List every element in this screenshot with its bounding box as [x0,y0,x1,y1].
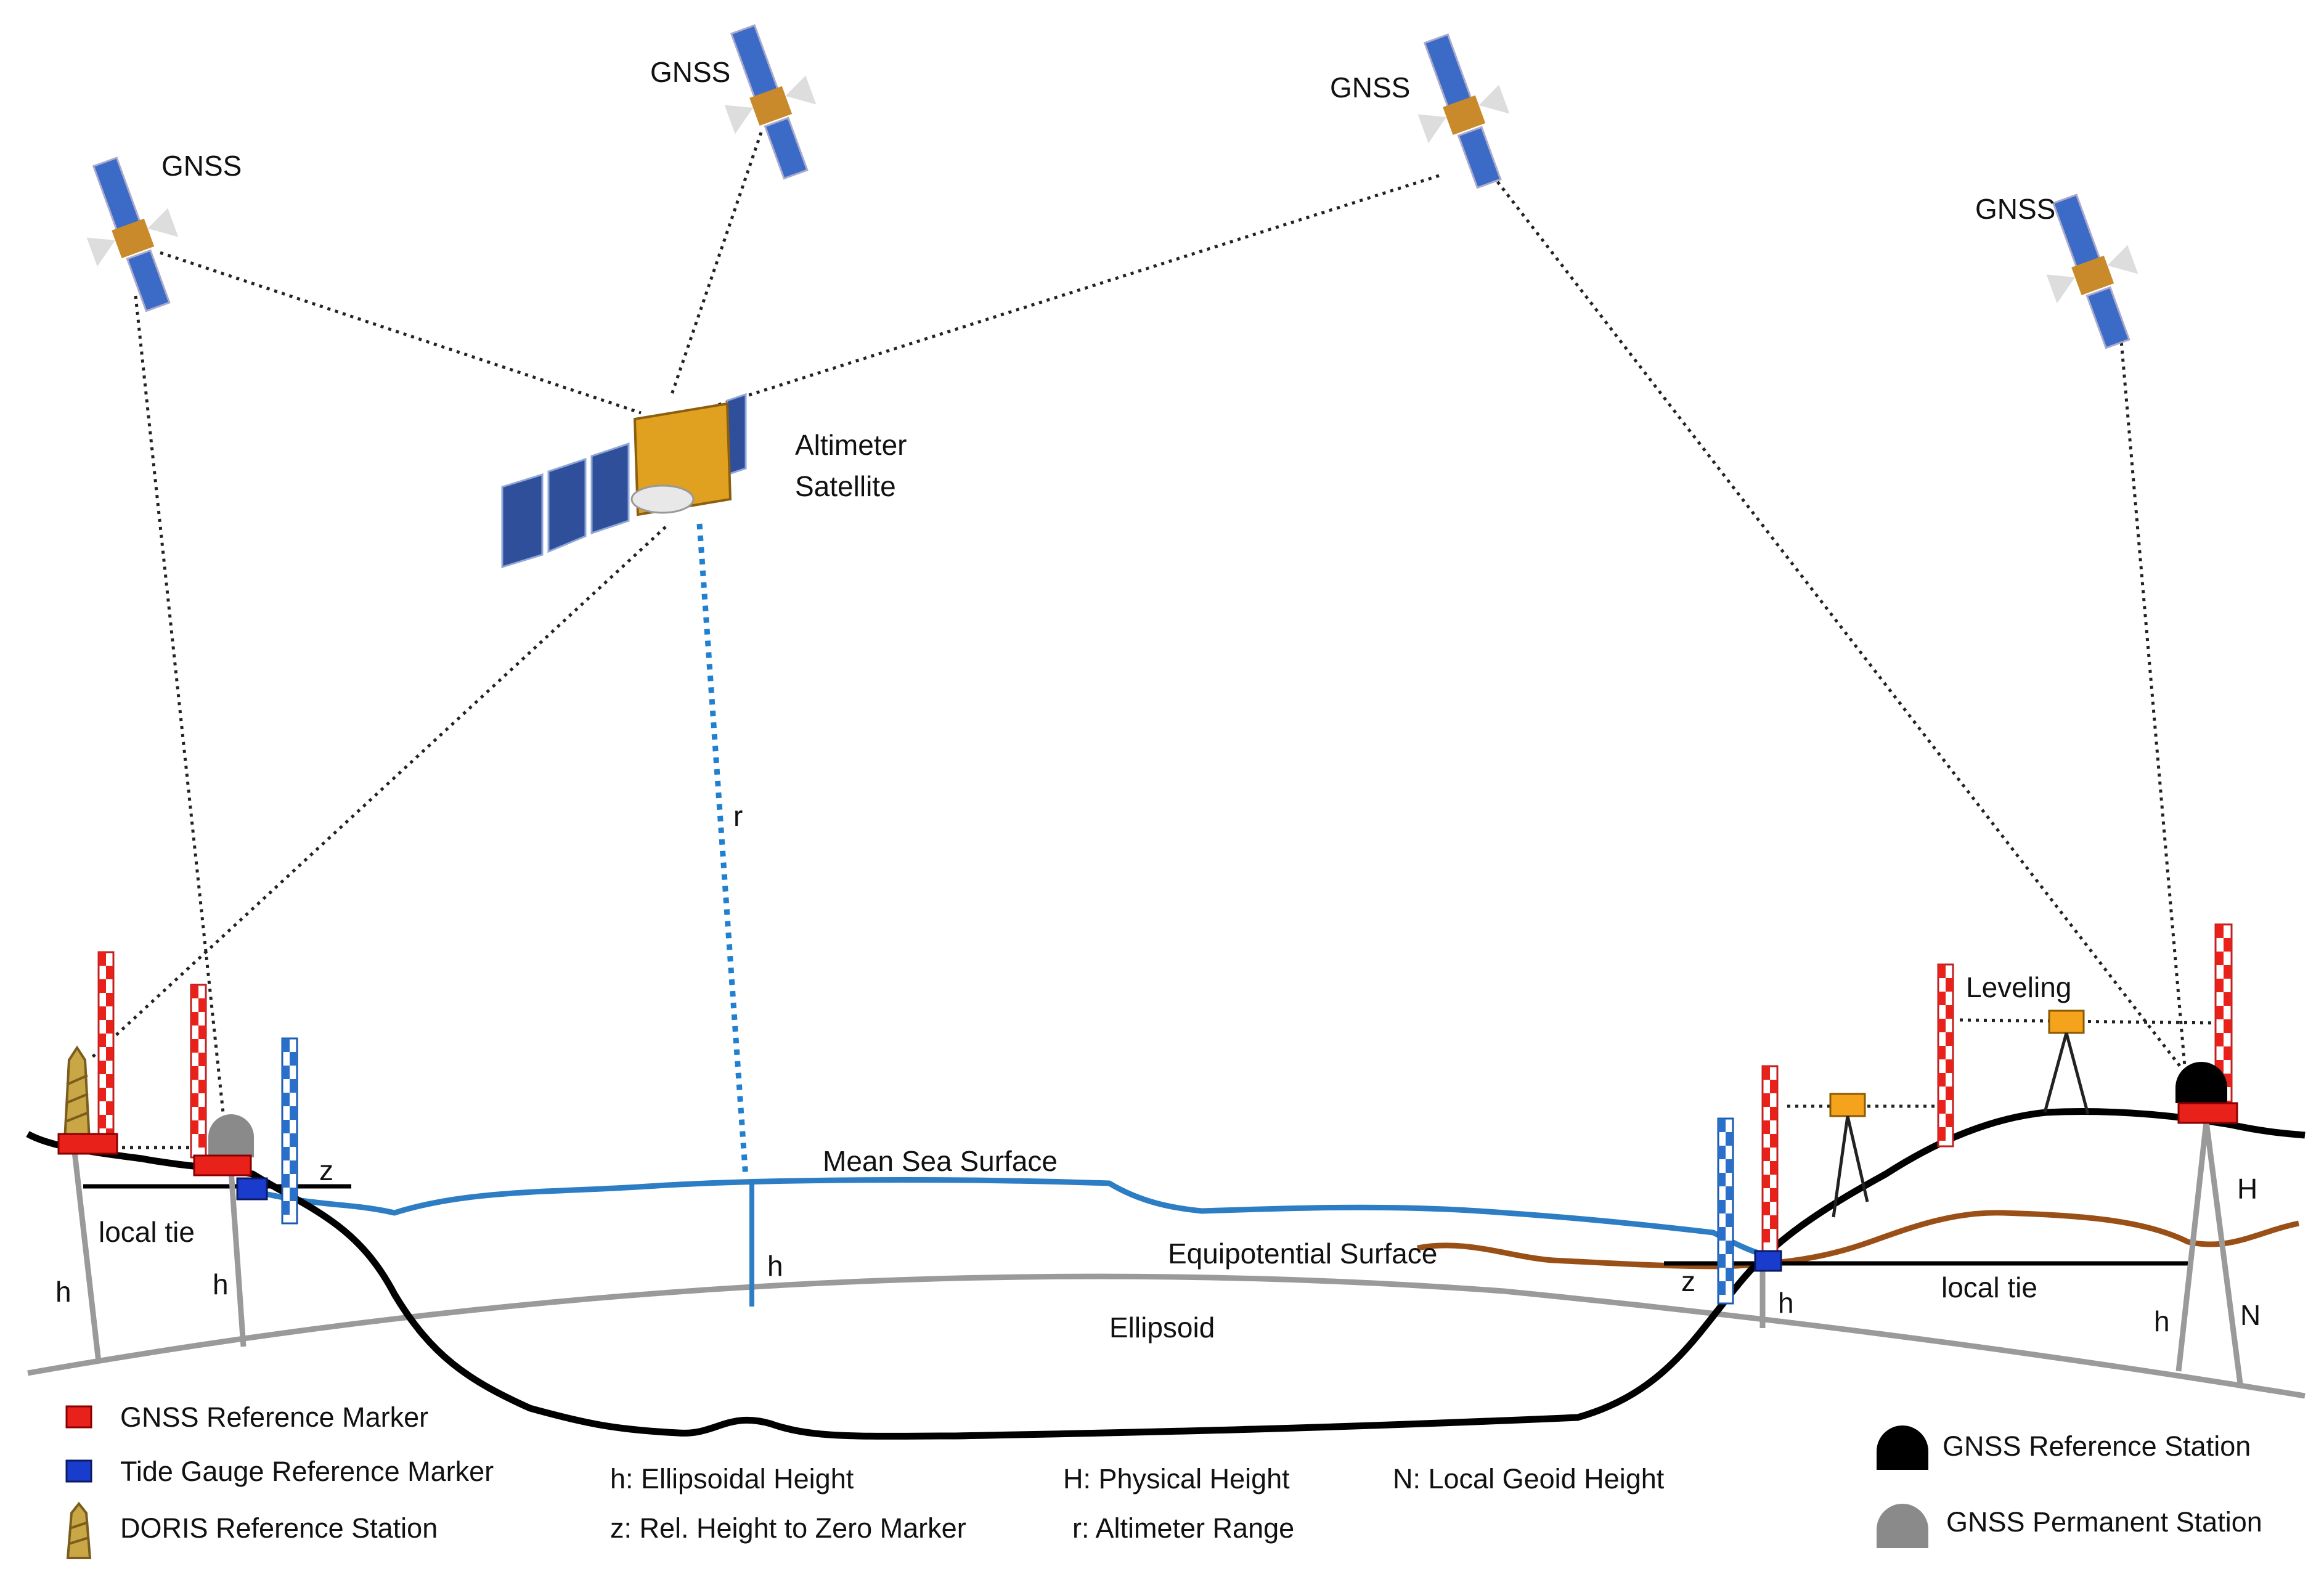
label-h-center: h [767,1250,783,1282]
gnss-label-4: GNSS [1975,193,2055,225]
gnss-reference-station-right [2175,1062,2227,1103]
legend-gnss-reference-marker-swatch [65,1405,92,1429]
label-ellipsoid: Ellipsoid [1109,1311,1215,1344]
gnss-reference-marker-right [2177,1102,2238,1124]
altimeter-range-line [696,523,749,1178]
ellipsoid-curve [27,1273,2306,1399]
label-h-left-2: h [213,1268,229,1300]
label-local-tie-left: local tie [99,1216,195,1248]
obs-line-gnss2-altimeter [670,132,763,395]
gnss-label-3: GNSS [1330,71,1410,104]
altimeter-label-line2: Satellite [795,470,896,502]
label-H-right: H [2237,1173,2257,1205]
obs-line-gnss3-altimeter [702,174,1440,412]
legend-gnss-permanent-station-icon [1877,1504,1928,1548]
legend-doris-station-label: DORIS Reference Station [120,1512,438,1544]
label-equipotential-surface: Equipotential Surface [1168,1238,1437,1270]
leveling-instrument-1 [1829,1093,1869,1218]
label-z-left: z [319,1154,333,1186]
leveling-line-2 [1959,1018,2219,1025]
obs-line-gnss1-vertical [134,295,230,1159]
legend-gnss-reference-station-icon [1877,1425,1928,1470]
legend-tide-gauge-marker-label: Tide Gauge Reference Marker [120,1456,494,1487]
obs-line-gnss1-altimeter [160,251,642,415]
tide-gauge-left [281,1037,298,1225]
label-mean-sea-surface: Mean Sea Surface [823,1145,1058,1177]
legend-z-rel-height: z: Rel. Height to Zero Marker [610,1512,966,1544]
label-h-left-1: h [55,1276,71,1308]
terrain-profile [26,1108,2306,1440]
gnss-satellite-icon-3 [1417,33,1510,189]
gnss-satellite-icon-2 [724,24,817,180]
legend-gnss-reference-station-label: GNSS Reference Station [1943,1430,2251,1462]
leveling-rod-right-3 [2214,923,2233,1123]
gnss-label-2: GNSS [650,56,730,88]
N-leg-right [2203,1121,2243,1384]
label-leveling: Leveling [1966,971,2071,1003]
legend-gnss-permanent-station-label: GNSS Permanent Station [1946,1506,2262,1538]
obs-line-gnss4-vertical [2118,326,2187,1067]
h-leg-left-1 [71,1146,102,1363]
h-leg-right-2 [2175,1121,2209,1372]
obs-line-gnss3-right-station [1496,181,2186,1074]
gnss-reference-marker-left-2 [193,1154,252,1176]
leveling-rod-left-1 [97,951,115,1144]
label-h-right-2: h [2154,1305,2170,1337]
legend-H-physical: H: Physical Height [1063,1463,1290,1494]
legend-gnss-reference-marker-label: GNSS Reference Marker [120,1401,428,1433]
tide-gauge-reference-marker-right [1754,1250,1782,1272]
gnss-satellite-icon-1 [86,157,179,312]
altimeter-satellite-icon [501,393,747,569]
label-r: r [733,800,743,832]
leveling-rod-left-2 [190,984,207,1159]
legend-r-altimeter: r: Altimeter Range [1072,1512,1294,1544]
legend-doris-station-icon [66,1501,92,1559]
doris-station-icon [63,1045,91,1141]
gnss-label-1: GNSS [161,150,242,182]
label-h-right-1: h [1778,1287,1794,1319]
gnss-permanent-station-left [208,1114,254,1157]
gnss-reference-marker-left-1 [57,1133,118,1155]
tide-gauge-right [1717,1117,1734,1305]
equipotential-surface-curve [1417,1210,2299,1270]
gnss-satellite-icon-4 [2046,194,2138,349]
label-N-right: N [2240,1299,2261,1331]
leveling-rod-right-2 [1937,963,1954,1148]
leveling-instrument-2 [2043,1009,2090,1115]
label-z-right: z [1681,1265,1695,1297]
legend-N-local-geoid: N: Local Geoid Height [1393,1463,1665,1494]
h-leg-left-2 [228,1170,247,1347]
tide-gauge-reference-marker-left [236,1177,268,1201]
altimeter-label-line1: Altimeter [795,429,907,461]
label-local-tie-right: local tie [1941,1271,2037,1303]
legend: GNSS Reference Marker Tide Gauge Referen… [65,1401,2262,1559]
legend-h-ellipsoidal: h: Ellipsoidal Height [610,1463,854,1494]
obs-line-altimeter-doris [91,526,667,1058]
leveling-rod-right-1 [1761,1065,1779,1252]
legend-tide-gauge-marker-swatch [65,1459,92,1483]
mean-sea-surface-curve [245,1177,1764,1257]
